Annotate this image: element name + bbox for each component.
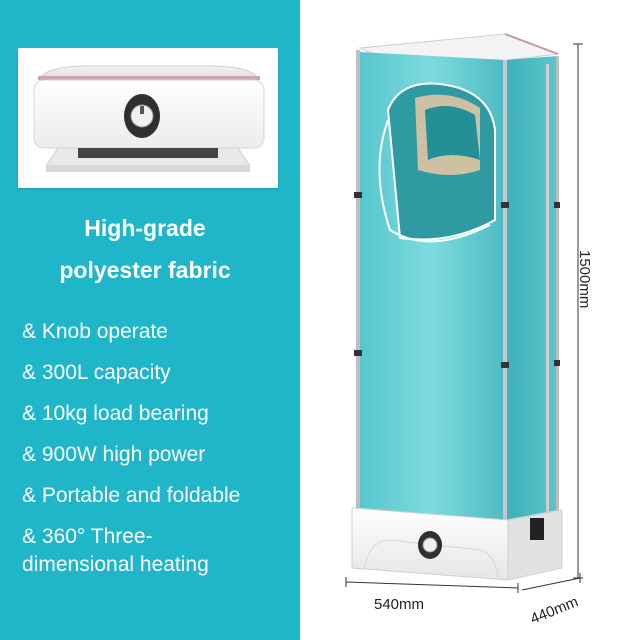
feature-bullet: &: [22, 361, 37, 384]
width-dimension: 540mm: [374, 596, 425, 613]
feature-bullet: &: [22, 443, 37, 466]
feature-text: Portable and foldable: [41, 484, 241, 507]
feature-text: 10kg load bearing: [41, 402, 209, 425]
dryer-wardrobe-illustration: [351, 33, 563, 581]
heading-line-1: High-grade: [84, 215, 206, 241]
feature-item-knob: & Knob operate: [22, 318, 240, 359]
heading-line-2: polyester fabric: [59, 257, 231, 283]
feature-item-portable: & Portable and foldable: [22, 482, 240, 523]
feature-text-continuation: dimensional heating: [22, 553, 209, 576]
feature-item-power: & 900W high power: [22, 441, 240, 482]
heater-unit-photo: [18, 48, 278, 188]
feature-text: Knob operate: [41, 320, 168, 343]
feature-bullet: &: [22, 525, 37, 548]
feature-item-load: & 10kg load bearing: [22, 400, 240, 441]
feature-text: 300L capacity: [41, 361, 171, 384]
feature-text: 900W high power: [41, 443, 206, 466]
feature-list: & Knob operate & 300L capacity & 10kg lo…: [22, 318, 240, 593]
side-fabric: [505, 56, 558, 520]
height-dimension: 1500mm: [576, 250, 593, 309]
dimension-lines: [345, 43, 583, 593]
feature-panel: High-grade polyester fabric & Knob opera…: [0, 0, 300, 640]
feature-text: 360° Three-: [41, 525, 153, 548]
feature-item-capacity: & 300L capacity: [22, 359, 240, 400]
base-knob-icon: [422, 537, 438, 553]
feature-item-heating: & 360° Three-dimensional heating: [22, 523, 240, 593]
feature-bullet: &: [22, 484, 37, 507]
feature-bullet: &: [22, 320, 37, 343]
rotary-knob-icon: [130, 104, 154, 128]
feature-bullet: &: [22, 402, 37, 425]
heater-unit-illustration: [18, 48, 278, 188]
